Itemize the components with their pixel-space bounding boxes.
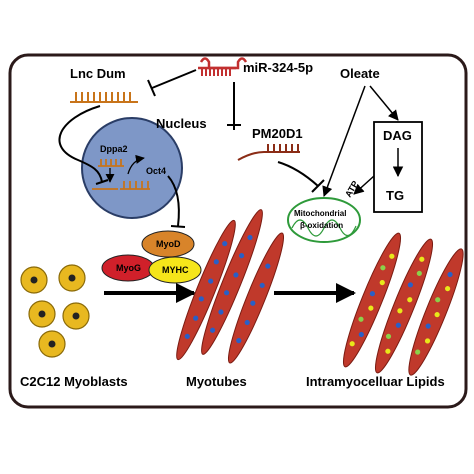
lncdum-to-dppa2-curve bbox=[58, 105, 103, 183]
nucleus bbox=[81, 117, 183, 219]
tg-label: TG bbox=[386, 188, 404, 203]
lnc-dum-rna-icon bbox=[70, 92, 138, 103]
lipids-stage-label: Intramyocelluar Lipids bbox=[306, 374, 445, 389]
dag-label: DAG bbox=[383, 128, 412, 143]
atp-label: ATP bbox=[343, 179, 360, 199]
oct4-label: Oct4 bbox=[146, 166, 166, 176]
inhibit-mirna-lncdum bbox=[151, 69, 197, 89]
myod-label: MyoD bbox=[156, 239, 181, 249]
lipid-myotubes bbox=[342, 232, 464, 376]
nucleus-label: Nucleus bbox=[156, 116, 207, 131]
lnc-dum-label: Lnc Dum bbox=[70, 66, 126, 81]
myhc-label: MYHC bbox=[162, 265, 189, 275]
oleate-to-dag-arrow bbox=[369, 85, 399, 121]
pm20d1-rna-icon bbox=[237, 144, 300, 161]
dppa2-gene-icon bbox=[98, 159, 124, 167]
pm20d1-to-mito bbox=[277, 161, 319, 187]
myotubes-stage-label: Myotubes bbox=[186, 374, 247, 389]
myhc-factor bbox=[148, 256, 202, 284]
pm20d1-label: PM20D1 bbox=[252, 126, 303, 141]
myoblast-cells bbox=[20, 264, 90, 358]
oleate-to-mito-arrow bbox=[322, 85, 366, 197]
oleate-label: Oleate bbox=[340, 66, 380, 81]
mito-label-line2: β-oxidation bbox=[300, 221, 343, 230]
tg-to-mito-arrow bbox=[353, 175, 375, 195]
myotube bbox=[201, 209, 263, 355]
mirna-label: miR-324-5p bbox=[243, 60, 313, 75]
myotubes bbox=[176, 209, 285, 364]
oct4-inhibit-myod bbox=[167, 175, 180, 227]
dppa2-label: Dppa2 bbox=[100, 144, 128, 154]
lipid-myotube bbox=[408, 248, 464, 376]
oct4-gene-icon bbox=[120, 181, 150, 190]
mirna-hairpin-icon bbox=[198, 57, 248, 76]
myoblasts-stage-label: C2C12 Myoblasts bbox=[20, 374, 128, 389]
lipid-myotube bbox=[342, 232, 402, 368]
mito-label-line1: Mitochondrial bbox=[294, 209, 346, 218]
myog-label: MyoG bbox=[116, 263, 141, 273]
outer-frame bbox=[8, 53, 468, 409]
myotube bbox=[176, 219, 236, 361]
